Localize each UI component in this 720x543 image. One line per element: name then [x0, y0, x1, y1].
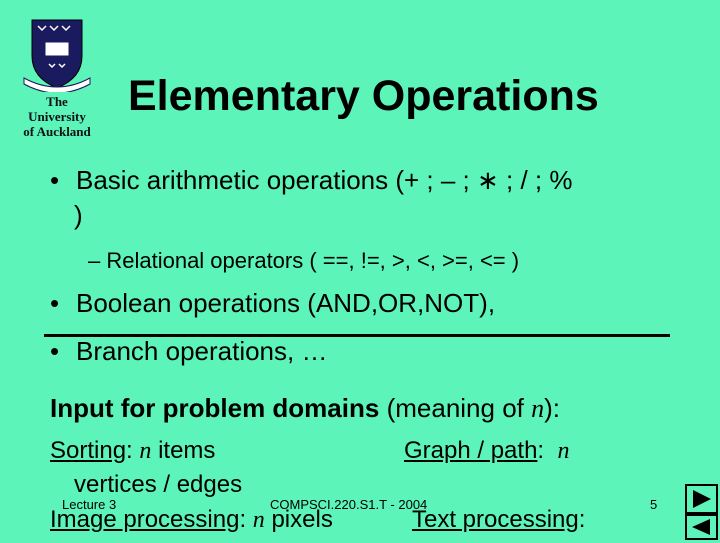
bullet-marker: • [50, 336, 60, 366]
previous-slide-button[interactable] [685, 514, 718, 540]
next-slide-button[interactable] [685, 484, 718, 514]
logo-line-2: University [28, 109, 86, 124]
example-graph: Graph / path: n [404, 437, 570, 464]
image-text: pixels [271, 506, 333, 533]
example-sorting: Sorting: n items [50, 437, 216, 464]
bullet-branch: • Branch operations, … [50, 336, 327, 367]
graph-label: Graph / path [404, 437, 538, 464]
graph-var: n [557, 438, 570, 464]
footer-lecture: Lecture 3 [62, 497, 117, 512]
bullet-arithmetic-continuation: ) [74, 200, 83, 230]
text-label: Text processing [412, 506, 579, 533]
next-arrow-icon [693, 490, 711, 508]
bullet-arithmetic-text: Basic arithmetic operations (+ ; – ; ∗ ;… [76, 165, 573, 195]
bullet-boolean-text: Boolean operations (AND,OR,NOT), [76, 288, 496, 318]
logo-line-3: of Auckland [23, 124, 91, 139]
sorting-text: items [158, 437, 216, 464]
example-text: Text processing: [412, 506, 586, 533]
sorting-label: Sorting [50, 437, 127, 464]
crest-icon [23, 19, 91, 94]
footer-page-number: 5 [650, 497, 658, 512]
input-heading-bold: Input for problem domains [50, 393, 380, 423]
university-logo: The University of Auckland [18, 16, 96, 140]
bullet-branch-text: Branch operations, … [76, 336, 328, 366]
footer-course: COMPSCI.220.S1.T - 2004 [270, 497, 428, 512]
image-label: Image processing [50, 506, 240, 533]
bullet-boolean: • Boolean operations (AND,OR,NOT), [50, 288, 495, 319]
bullet-arithmetic: • Basic arithmetic operations (+ ; – ; ∗ … [50, 165, 572, 196]
sub-bullet-relational: – Relational operators ( ==, !=, >, <, >… [88, 248, 520, 273]
example-sorting-continuation: vertices / edges [74, 471, 243, 498]
bullet-marker: • [50, 165, 60, 195]
previous-arrow-icon [692, 519, 710, 535]
logo-text: The University of Auckland [18, 94, 96, 139]
input-heading-rest: (meaning of [386, 393, 524, 423]
input-heading-var: n [531, 394, 545, 423]
bullet-marker: • [50, 288, 60, 318]
example-image: Image processing: n pixels [50, 506, 333, 533]
slide-title: Elementary Operations [128, 72, 599, 120]
input-heading: Input for problem domains (meaning of n)… [50, 393, 560, 424]
image-var: n [252, 507, 265, 533]
sorting-var: n [139, 438, 152, 464]
horizontal-rule [44, 334, 670, 337]
logo-line-1: The [46, 94, 68, 109]
input-heading-close: ): [544, 393, 561, 423]
